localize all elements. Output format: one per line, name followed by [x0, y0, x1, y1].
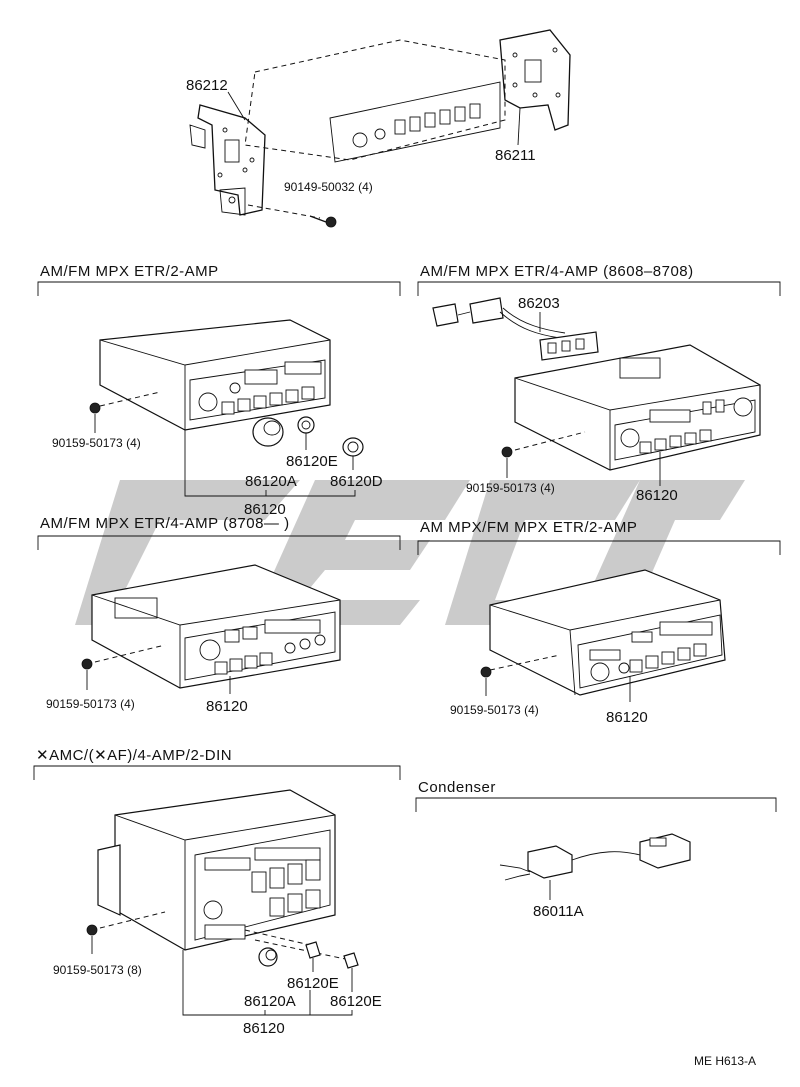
knob-86120D: [342, 437, 364, 457]
knob-86120E-5a: [305, 941, 321, 959]
section-heading-5: ✕AMC/(✕AF)/4-AMP/2-DIN: [36, 747, 232, 764]
label-86120-4: 86120: [606, 709, 648, 726]
radio-unit-1: [99, 319, 331, 431]
label-86212: 86212: [186, 77, 228, 94]
volume-knob: [198, 392, 218, 412]
label-86211: 86211: [495, 147, 536, 164]
preset-buttons: [639, 429, 712, 454]
footer-code: ME H613-A: [694, 1054, 756, 1068]
radio-unit-3: [91, 564, 341, 689]
label-86120A-5: 86120A: [244, 993, 296, 1010]
section-bracket-2: [417, 281, 781, 296]
display-window: [264, 619, 321, 634]
display-window-upper: [204, 857, 251, 871]
preset-buttons: [221, 386, 315, 415]
label-86011A: 86011A: [533, 903, 584, 920]
section-bracket-3: [37, 535, 401, 550]
volume-knob: [733, 397, 753, 417]
label-screw-3: 90159-50173 (4): [46, 697, 135, 711]
label-screw-5: 90159-50173 (8): [53, 963, 142, 977]
condenser-86011A: [499, 833, 691, 881]
preset-buttons: [214, 652, 273, 675]
screw-3: [81, 644, 166, 690]
bracket-right: [499, 29, 571, 131]
radio-unit-5: [97, 789, 336, 951]
volume-knob: [203, 900, 223, 920]
label-86120-5: 86120: [243, 1020, 285, 1037]
section-heading-1: AM/FM MPX ETR/2-AMP: [40, 263, 219, 280]
label-86120-2: 86120: [636, 487, 678, 504]
screw-2: [501, 431, 586, 478]
label-86120-3: 86120: [206, 698, 248, 715]
section-bracket-4: [417, 540, 781, 555]
label-86203: 86203: [518, 295, 560, 312]
section-bracket-6: [415, 797, 777, 812]
preset-buttons: [629, 643, 707, 673]
top-screw: [247, 204, 337, 228]
top-radio-chassis: [244, 39, 506, 163]
label-86120E-5b: 86120E: [330, 993, 382, 1010]
section-heading-3: AM/FM MPX ETR/4-AMP (8708— ): [40, 515, 290, 532]
section-bracket-5: [33, 765, 401, 780]
screw-4: [480, 654, 561, 696]
knob-86120E-5b: [343, 952, 359, 969]
display-window: [649, 409, 691, 423]
label-86120E-5a: 86120E: [287, 975, 339, 992]
label-86120A-1: 86120A: [245, 473, 297, 490]
display-window: [659, 621, 713, 636]
knob-86120E: [297, 416, 315, 434]
section-heading-2: AM/FM MPX ETR/4-AMP (8608–8708): [420, 263, 694, 280]
volume-knob: [199, 639, 221, 661]
knob-86120A: [252, 417, 284, 447]
label-86120-1: 86120: [244, 501, 286, 518]
label-screw-4: 90159-50173 (4): [450, 703, 539, 717]
harness-86203: [432, 297, 599, 361]
assembly-bracket-5: [182, 950, 353, 1016]
radio-unit-4: [489, 569, 726, 696]
display-window-lower: [254, 847, 321, 861]
preset-buttons: [251, 859, 321, 917]
screw-1: [89, 391, 161, 433]
label-screw-1: 90159-50173 (4): [52, 436, 141, 450]
assembly-bracket-1: [184, 430, 356, 497]
top-chassis-buttons: [394, 103, 481, 135]
bracket-left: [189, 104, 266, 216]
tuning-knob: [620, 428, 640, 448]
radio-unit-2: [514, 344, 761, 471]
label-86120E-1: 86120E: [286, 453, 338, 470]
section-heading-6: Condenser: [418, 779, 496, 796]
label-screw-2: 90159-50173 (4): [466, 481, 555, 495]
volume-knob: [590, 662, 610, 682]
section-bracket-1: [37, 281, 401, 296]
screw-5: [86, 911, 166, 954]
label-86120D-1: 86120D: [330, 473, 383, 490]
section-heading-4: AM MPX/FM MPX ETR/2-AMP: [420, 519, 637, 536]
display-window: [244, 369, 278, 385]
label-screw-top: 90149-50032 (4): [284, 180, 373, 194]
top-chassis-knob: [352, 132, 368, 148]
knob-86120A-5: [258, 947, 278, 967]
